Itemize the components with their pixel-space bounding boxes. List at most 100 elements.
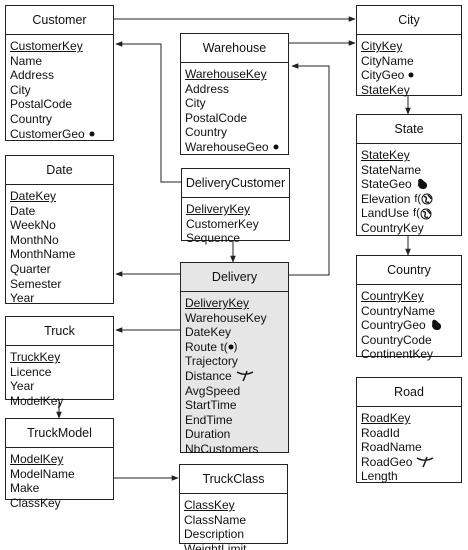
attribute: Date xyxy=(10,204,113,219)
primary-key-attribute: DateKey xyxy=(10,189,113,204)
attribute-name: CountryCode xyxy=(361,332,432,347)
region-icon xyxy=(430,319,442,331)
attribute-name: RoadName xyxy=(361,440,422,455)
attribute-name: WeekNo xyxy=(10,218,56,233)
attribute: WeightLimit xyxy=(184,542,287,550)
attribute-name: ClassKey xyxy=(10,495,61,510)
attribute: CountryName xyxy=(361,304,461,319)
entity-title: DeliveryCustomer xyxy=(182,169,289,198)
attribute: StateKey xyxy=(361,83,461,98)
attribute: EndTime xyxy=(185,413,288,428)
attribute-name: Duration xyxy=(185,427,231,442)
attribute: Description xyxy=(184,527,287,542)
attribute-name: PostalCode xyxy=(185,110,248,125)
attribute-name: ClassKey xyxy=(184,498,235,512)
attribute-name: RoadGeo xyxy=(361,454,413,469)
attribute-name: MonthNo xyxy=(10,232,59,247)
entity-title: Road xyxy=(357,378,461,407)
attribute: Distance xyxy=(185,369,288,384)
attribute-name: StateGeo xyxy=(361,177,412,192)
attribute: City xyxy=(185,96,288,111)
attribute: Semester xyxy=(10,277,113,292)
entity-title: TruckClass xyxy=(180,465,287,494)
attribute-name: ClassName xyxy=(184,512,247,527)
attribute-name: WarehouseKey xyxy=(185,310,267,325)
attribute-name: Make xyxy=(10,481,40,496)
attribute-name: ModelKey xyxy=(10,452,64,466)
attribute: CustomerKey xyxy=(186,217,289,232)
link-delivery-warehouse xyxy=(289,63,330,276)
attribute-name: DeliveryKey xyxy=(185,296,250,310)
attribute: ClassName xyxy=(184,513,287,528)
entity-title: State xyxy=(357,115,461,144)
link-deliverycustomer-customer xyxy=(115,41,181,183)
attribute-name: ModelKey xyxy=(10,393,64,408)
point-icon xyxy=(408,72,414,78)
attribute: Length xyxy=(361,469,461,484)
attribute-name: CustomerKey xyxy=(186,216,259,231)
attribute: City xyxy=(10,83,113,98)
attribute: Route t() xyxy=(185,340,288,355)
point-icon-glyph xyxy=(228,344,234,350)
attribute-name: Distance xyxy=(185,368,232,383)
attribute: RoadId xyxy=(361,426,461,441)
primary-key-attribute: CityKey xyxy=(361,39,461,54)
entity-title: Truck xyxy=(6,317,113,346)
primary-key-attribute: ClassKey xyxy=(184,498,287,513)
attribute: RoadName xyxy=(361,440,461,455)
primary-key-attribute: ModelKey xyxy=(10,452,113,467)
primary-key-attribute: RoadKey xyxy=(361,411,461,426)
attribute: Year xyxy=(10,379,113,394)
attribute-name: TruckKey xyxy=(10,350,61,364)
attribute: WarehouseKey xyxy=(185,311,288,326)
attribute-name: MonthName xyxy=(10,247,76,262)
attribute-name: WarehouseGeo xyxy=(185,139,269,154)
primary-key-attribute: DeliveryKey xyxy=(185,296,288,311)
attribute-name: Trajectory xyxy=(185,354,238,369)
attribute: NbCustomers xyxy=(185,442,288,457)
attribute-name: Year xyxy=(10,291,35,306)
point-icon-glyph xyxy=(408,72,414,78)
attribute-name: CityGeo xyxy=(361,68,405,83)
line-icon-glyph xyxy=(416,456,434,468)
field-icon-glyph xyxy=(421,193,433,205)
attribute: ModelKey xyxy=(10,394,113,409)
attribute-name: Description xyxy=(184,527,245,542)
attribute-name: Licence xyxy=(10,364,52,379)
point-icon-glyph xyxy=(89,131,95,137)
attribute-name: CountryGeo xyxy=(361,318,426,333)
attribute-name: RoadId xyxy=(361,425,400,440)
attribute-name: PostalCode xyxy=(10,97,73,112)
attribute-name: CustomerKey xyxy=(10,39,83,53)
entity-title: Country xyxy=(357,256,461,285)
attribute-name: Route t( xyxy=(185,339,228,354)
attribute-name: StateKey xyxy=(361,82,410,97)
point-icon xyxy=(89,131,95,137)
attribute: CountryGeo xyxy=(361,318,461,333)
attribute: WeekNo xyxy=(10,218,113,233)
attribute: Address xyxy=(10,68,113,83)
attribute: CityGeo xyxy=(361,68,461,83)
attribute-name: Sequence xyxy=(186,231,241,246)
attribute-name: DateKey xyxy=(185,325,232,340)
attribute: Make xyxy=(10,481,113,496)
entity-title: City xyxy=(357,6,461,35)
attribute-name: AvgSpeed xyxy=(185,383,241,398)
